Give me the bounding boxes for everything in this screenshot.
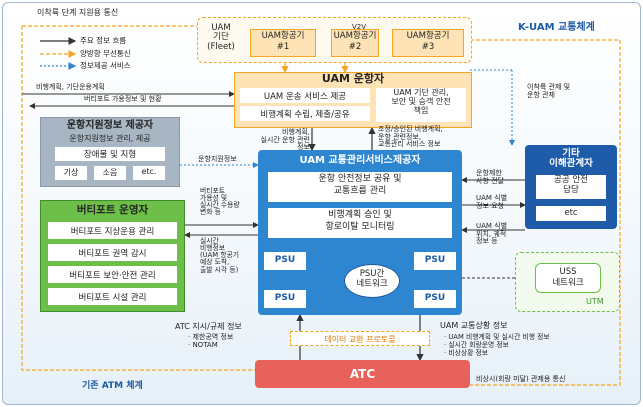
flight-plan-label: 비행계획, 기단운용계획: [36, 83, 105, 91]
vertiport-title: 버티포트 운영자: [76, 204, 149, 216]
legend-twoway: 양방향 무선통신: [80, 49, 131, 58]
traffic-info-label: UAM 교통상황 정보: [440, 321, 508, 330]
atc-info-detail: · 제한공역 정보 · NOTAM: [188, 333, 234, 349]
vertiport-flow-1: 버티포트 가용성 및 실시간 수용량 변화 등: [200, 187, 240, 217]
takeoff-control-label: 이착륙 관제 및 운항 관제: [527, 83, 571, 99]
weather-weather: 기상: [55, 166, 87, 180]
emergency-comm-line: [470, 39, 621, 386]
weather-sub: 운항지원정보 관리, 제공: [69, 134, 151, 143]
pssp-title: UAM 교통관리서비스제공자: [299, 155, 421, 166]
weather-noise: 소음: [94, 166, 126, 180]
fleet-label: UAM 기단 (Fleet): [207, 23, 235, 52]
pssp-approval: 비행계획 승인 및 항로이탈 모니터링: [268, 208, 452, 238]
vertiport-flow-2: 실시간 비행정보 (UAM 항공기 예상 도착, 출발 시각 등): [200, 237, 240, 274]
legacy-atm-label: 기존 ATM 체계: [82, 381, 143, 391]
other-flow-1: 운항제한 사항 전달: [476, 169, 504, 185]
takeoff-comm-line: [21, 26, 255, 371]
operator-plan: 비행계획 수립, 제출/공유: [240, 106, 370, 121]
plane-1: UAM항공기 #1: [250, 29, 316, 57]
adjust-flow-label: 조정/승인된 비행계획, 운항 관련정보, 교통관리 서비스 정보: [378, 125, 443, 149]
vertiport-surveillance: 버티포트 권역 감시: [48, 244, 177, 261]
exchange-protocol: 데이터 교환 프로토콜: [290, 331, 430, 346]
other-etc: etc: [536, 206, 606, 221]
weather-etc: etc.: [133, 166, 165, 180]
uss-network: USS 네트워크: [535, 263, 601, 293]
other-flow-2: UAM 식별 정보 요청: [476, 194, 508, 210]
legend-main: 주요 정보 흐름: [80, 36, 127, 45]
operator-service: UAM 운송 서비스 제공: [240, 88, 370, 103]
psu-bl: PSU: [264, 290, 306, 308]
pssp-flow-mgmt: 운항 안전정보 공유 및 교통흐름 관리: [268, 172, 452, 202]
psu-network: PSU간 네트워크: [344, 264, 400, 298]
psu-tr: PSU: [414, 252, 456, 270]
plane-2: UAM항공기 #2: [331, 29, 379, 57]
utm-label: UTM: [586, 297, 604, 306]
operator-title: UAM 운항자: [321, 72, 385, 85]
vertiport-cap-label: 버티포트 가용정보 및 현황: [84, 95, 162, 103]
psu-tl: PSU: [264, 252, 306, 270]
top-comm-label: 이착륙 단계 지원용 통신: [37, 8, 119, 17]
weather-obstacle: 장애물 및 지형: [55, 147, 165, 161]
operator-fleet-mgmt: UAM 기단 관리, 보안 및 승객 안전 책임: [376, 88, 466, 122]
other-public-safety: 공공 안전 담당: [536, 175, 606, 199]
k-uam-title: K-UAM 교통체계: [518, 22, 595, 33]
other-title: 기타 이해관계자: [549, 148, 593, 170]
info-flow-label: 운항지원정보: [198, 155, 237, 163]
vertiport-ground-ops: 버티포트 지상운용 관리: [48, 222, 177, 239]
vertiport-security: 버티포트 보안·안전 관리: [48, 266, 177, 283]
emergency-label: 비상시(회랑 미달) 관제용 통신: [476, 375, 566, 383]
other-flow-3: UAM 식별 위치, 궤적 정보 등: [476, 222, 508, 246]
atc-info-label: ATC 지시/규제 정보: [175, 322, 242, 331]
legend-service: 정보제공 서비스: [80, 61, 131, 70]
psu-br: PSU: [414, 290, 456, 308]
atc-box: ATC: [255, 360, 470, 388]
v2v-label: V2V: [352, 23, 367, 31]
plane-3: UAM항공기 #3: [392, 29, 464, 57]
weather-title: 운항지원정보 제공자: [66, 120, 154, 131]
traffic-info-detail: · UAM 비행계획 및 실시간 비행 정보 · 실시간 회랑운영 정보 · 비…: [444, 333, 550, 358]
vertiport-facility: 버티포트 시설 관리: [48, 288, 177, 305]
flight-flow-label: 비행계획, 실시간 운항 관련 정보: [260, 128, 310, 152]
